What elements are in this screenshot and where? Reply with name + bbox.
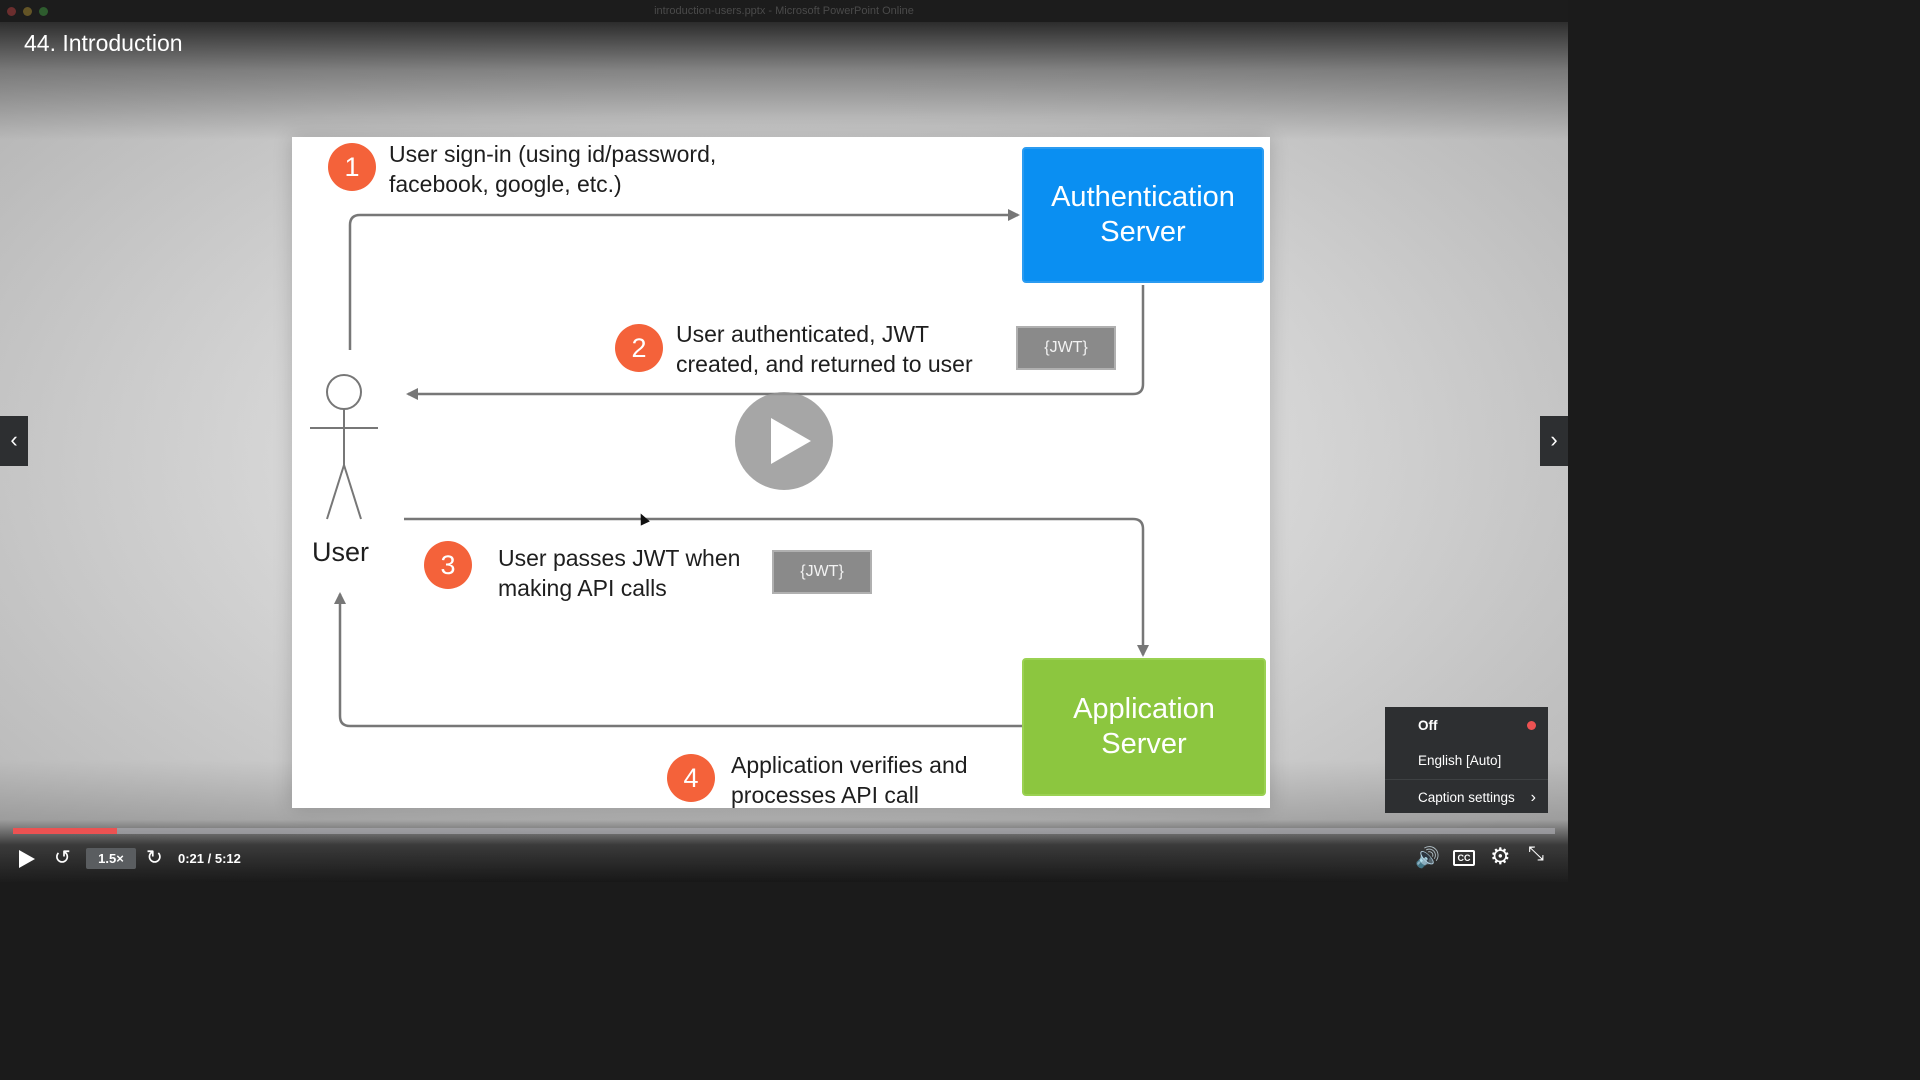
video-player[interactable]: introduction-users.pptx - Microsoft Powe… xyxy=(0,0,1568,882)
arrow-return-jwt xyxy=(406,285,1145,400)
settings-gear-icon[interactable]: ⚙ xyxy=(1490,843,1511,869)
zoom-window-icon[interactable] xyxy=(39,7,48,16)
caption-option-english[interactable]: English [Auto] xyxy=(1385,743,1548,778)
time-display: 0:21 / 5:12 xyxy=(178,851,241,866)
play-icon xyxy=(771,418,811,464)
lecture-title: 44. Introduction xyxy=(24,30,183,56)
caption-option-label: English [Auto] xyxy=(1418,753,1502,768)
rewind-icon[interactable]: ↺ xyxy=(54,847,71,869)
closed-captions-button[interactable]: CC xyxy=(1453,850,1475,866)
step-2-badge: 2 xyxy=(615,324,663,372)
step-4-badge: 4 xyxy=(667,754,715,802)
arrow-response xyxy=(334,592,1022,728)
progress-bar[interactable] xyxy=(13,828,1555,834)
jwt-token-badge: {JWT} xyxy=(772,550,872,594)
application-server-box: Application Server xyxy=(1022,658,1266,796)
user-label: User xyxy=(312,537,370,567)
step-3-text: User passes JWT when making API calls xyxy=(498,545,741,601)
forward-icon[interactable]: ↻ xyxy=(146,847,163,869)
diagram-connectors xyxy=(310,209,1149,728)
player-control-bar: ↺ 1.5× ↻ 0:21 / 5:12 🔊 CC ⚙ ⤡ xyxy=(0,836,1568,882)
window-title: introduction-users.pptx - Microsoft Powe… xyxy=(654,5,914,17)
step-3-badge: 3 xyxy=(424,541,472,589)
progress-played xyxy=(13,828,117,834)
user-left-leg xyxy=(326,464,345,520)
previous-lecture-button[interactable]: ‹ xyxy=(0,416,28,466)
exit-fullscreen-icon[interactable]: ⤡ xyxy=(1528,843,1544,865)
close-window-icon[interactable] xyxy=(7,7,16,16)
minimize-window-icon[interactable] xyxy=(23,7,32,16)
step-1-text: User sign-in (using id/password, faceboo… xyxy=(389,141,717,197)
step-2-text: User authenticated, JWT created, and ret… xyxy=(676,321,973,377)
arrow-api-call xyxy=(404,517,1149,657)
window-title-bar: introduction-users.pptx - Microsoft Powe… xyxy=(0,0,1568,22)
arrow-signin xyxy=(348,209,1020,350)
caption-option-label: Caption settings xyxy=(1418,790,1515,805)
playback-speed-button[interactable]: 1.5× xyxy=(86,848,136,869)
caption-option-off[interactable]: Off xyxy=(1385,708,1548,743)
jwt-token-badge: {JWT} xyxy=(1016,326,1116,370)
caption-option-label: Off xyxy=(1418,718,1438,733)
captions-menu: Off English [Auto] Caption settings › xyxy=(1385,707,1548,813)
chevron-right-icon: › xyxy=(1530,789,1536,806)
step-1-badge: 1 xyxy=(328,143,376,191)
user-figure xyxy=(310,374,378,520)
authentication-server-box: Authentication Server xyxy=(1022,147,1264,283)
selected-dot-icon xyxy=(1527,721,1536,730)
next-lecture-button[interactable]: › xyxy=(1540,416,1568,466)
step-4-text: Application verifies and processes API c… xyxy=(731,752,968,808)
play-overlay-button[interactable] xyxy=(735,392,833,490)
caption-settings-item[interactable]: Caption settings › xyxy=(1385,779,1548,814)
volume-icon[interactable]: 🔊 xyxy=(1415,847,1440,869)
user-right-leg xyxy=(343,464,362,520)
user-head xyxy=(326,374,362,410)
play-button[interactable] xyxy=(19,850,35,868)
